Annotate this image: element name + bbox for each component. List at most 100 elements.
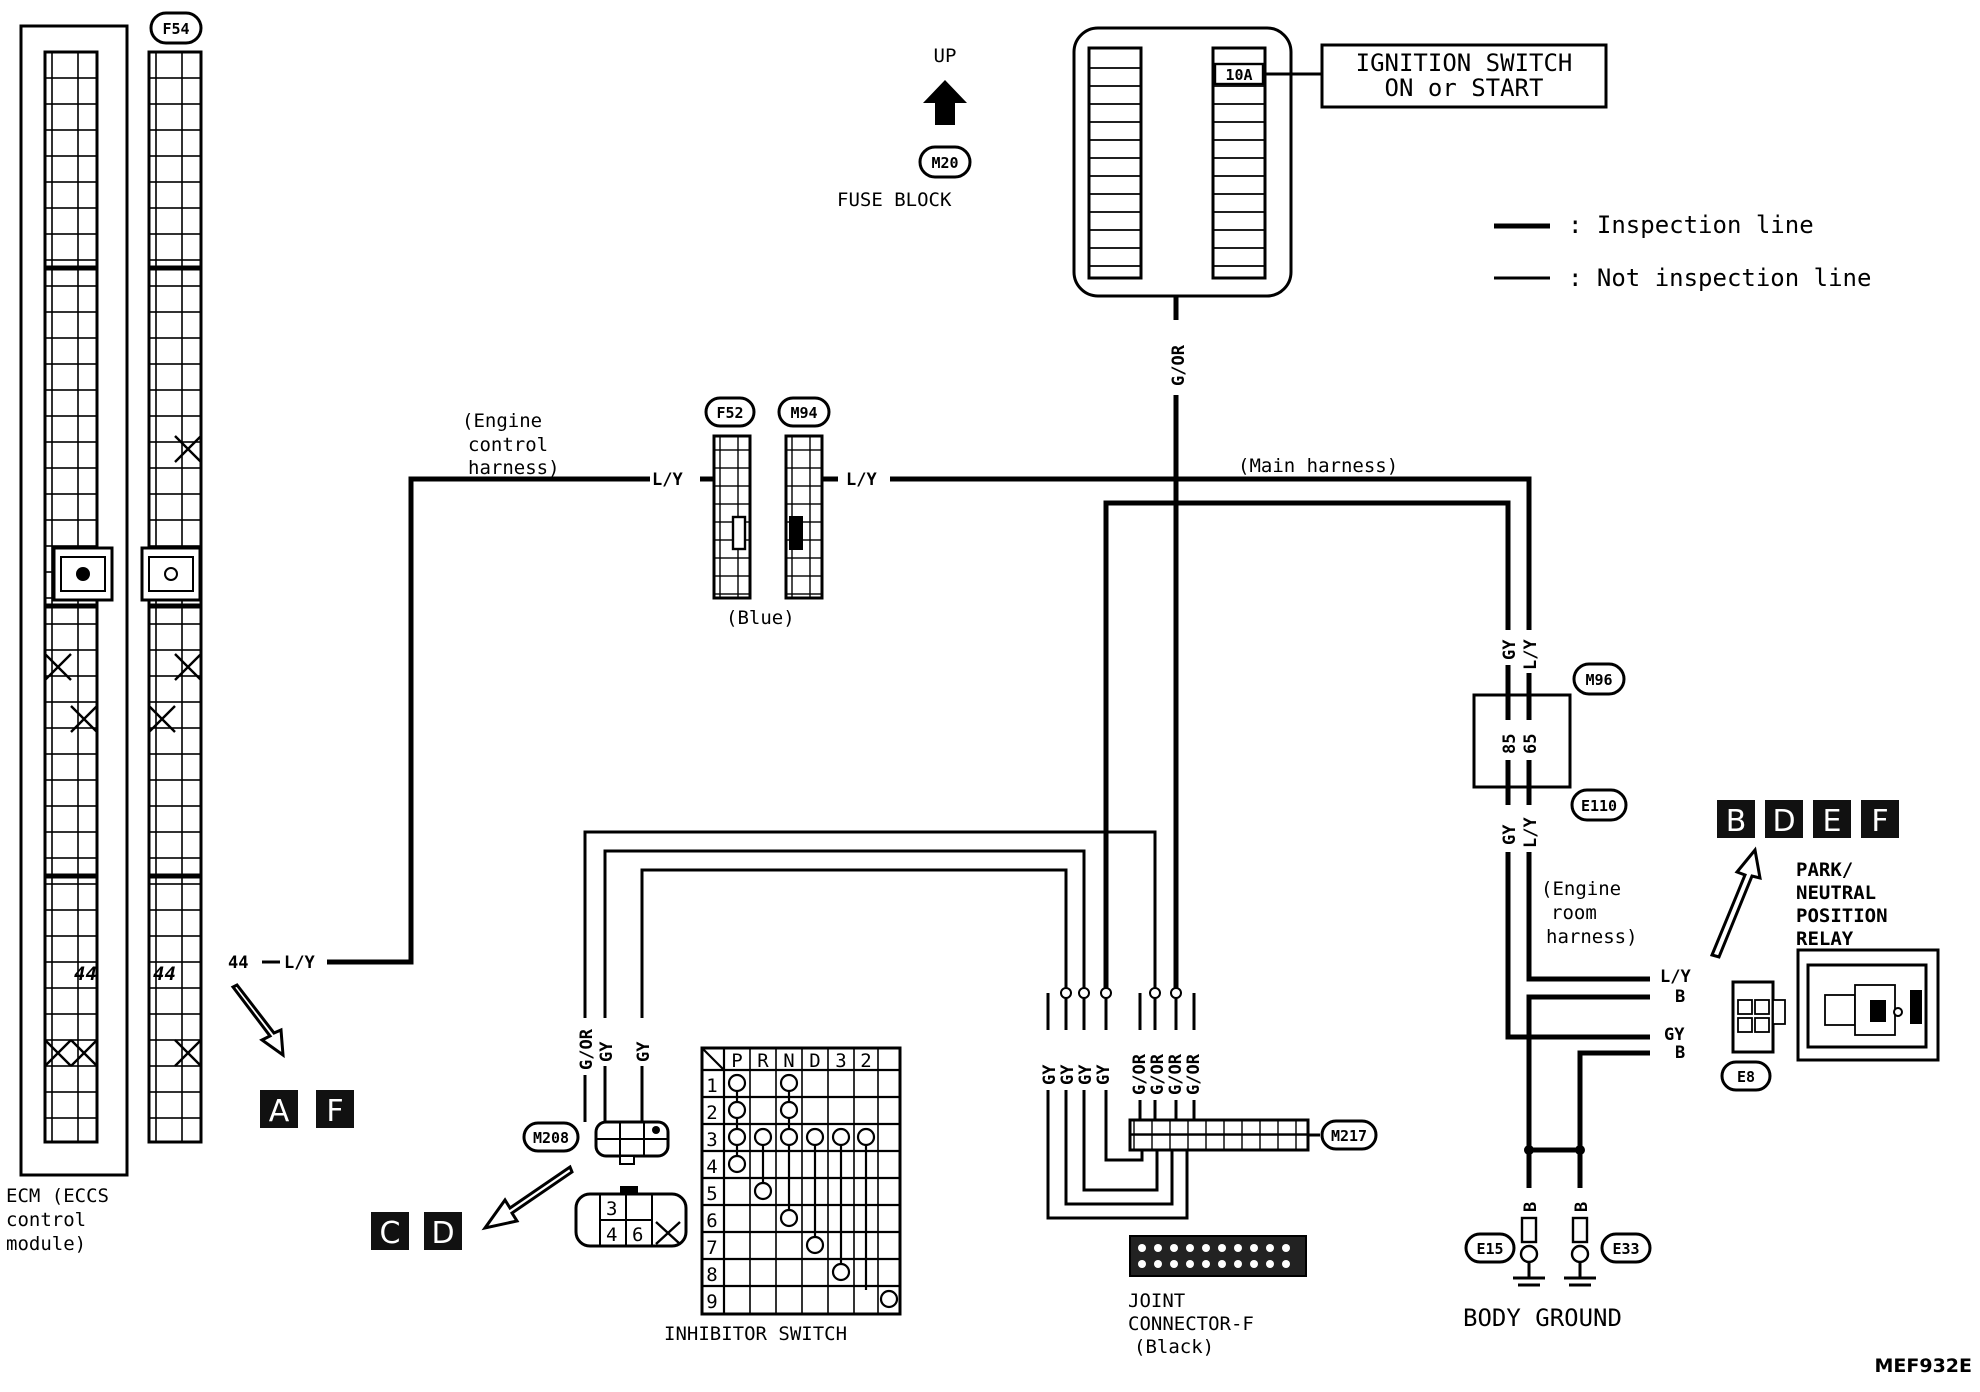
row-7: 7 bbox=[706, 1237, 717, 1259]
ref-badge-d: D bbox=[424, 1212, 462, 1251]
wire-main-gy bbox=[1103, 500, 1511, 990]
svg-text:F: F bbox=[326, 1094, 343, 1129]
ref-badge-b: B bbox=[1717, 800, 1755, 839]
svg-text:M94: M94 bbox=[790, 404, 817, 422]
plug-pin-4: 4 bbox=[606, 1224, 617, 1246]
ecm-wire-ly-label: L/Y bbox=[284, 953, 315, 973]
ignition-line2: ON or START bbox=[1385, 74, 1544, 102]
relay-label-line2: NEUTRAL bbox=[1796, 882, 1876, 904]
row-8: 8 bbox=[706, 1264, 717, 1286]
ref-badge-c: C bbox=[371, 1212, 409, 1251]
wire-b-e8-label-2: B bbox=[1675, 1043, 1685, 1063]
svg-text:65: 65 bbox=[1521, 734, 1541, 754]
wire-ly-e110-label: L/Y bbox=[1521, 817, 1541, 848]
wire-ly-m96-label: L/Y bbox=[1521, 639, 1541, 670]
svg-text:F: F bbox=[1871, 804, 1888, 839]
f54-lock-dot bbox=[164, 567, 178, 581]
f54-pin-44-label: 44 bbox=[153, 963, 176, 985]
svg-text:M96: M96 bbox=[1585, 671, 1612, 689]
m94-connector-tag: M94 bbox=[777, 396, 831, 428]
svg-text:M208: M208 bbox=[533, 1129, 569, 1147]
park-neutral-relay bbox=[1796, 948, 1940, 1062]
wire-b-e8-label-1: B bbox=[1675, 987, 1685, 1007]
wire-b-e15-label: B bbox=[1521, 1202, 1541, 1212]
jc-wire-gy-3: GY bbox=[1076, 1064, 1096, 1085]
wire-b-e33-label: B bbox=[1572, 1202, 1592, 1212]
m208-connector-tag: M208 bbox=[522, 1121, 580, 1153]
svg-text:10A: 10A bbox=[1225, 66, 1252, 84]
wire-ly-f52-label: L/Y bbox=[652, 470, 683, 490]
ground-e15 bbox=[1513, 1216, 1545, 1287]
ecm-pin-44-label: 44 bbox=[74, 963, 97, 985]
engine-control-harness-l1: (Engine bbox=[462, 410, 542, 432]
svg-text:F52: F52 bbox=[716, 404, 743, 422]
wire-room-b2 bbox=[1577, 1050, 1650, 1150]
jc-wire-gor-2: G/OR bbox=[1148, 1053, 1168, 1095]
f52-connector bbox=[712, 434, 752, 600]
wire-ly-m94-label: L/Y bbox=[846, 470, 877, 490]
joint-label-line2: CONNECTOR-F bbox=[1128, 1313, 1254, 1335]
wire-room-b1 bbox=[1526, 994, 1650, 1150]
up-arrow: UP bbox=[923, 45, 967, 125]
svg-text:M217: M217 bbox=[1331, 1127, 1367, 1145]
jc-loop-3 bbox=[1082, 1090, 1159, 1192]
ref-arrow-af bbox=[230, 983, 285, 1059]
row-9: 9 bbox=[706, 1291, 717, 1313]
row-3: 3 bbox=[706, 1129, 717, 1151]
e8-connector-tag: E8 bbox=[1720, 1060, 1772, 1092]
wire-ecm-44-ly bbox=[327, 476, 650, 965]
ignition-switch-box: IGNITION SWITCH ON or START bbox=[1320, 43, 1608, 109]
joint-label-line1: JOINT bbox=[1128, 1290, 1185, 1312]
diagram-id: MEF932E bbox=[1874, 1355, 1972, 1377]
relay-label-line3: POSITION bbox=[1796, 905, 1888, 927]
legend-inspection-text: : Inspection line bbox=[1568, 211, 1814, 239]
pos-3: 3 bbox=[835, 1050, 846, 1072]
jc-wire-gy-2: GY bbox=[1058, 1064, 1078, 1085]
svg-text:E110: E110 bbox=[1581, 797, 1617, 815]
jc-wire-gy-1: GY bbox=[1040, 1064, 1060, 1085]
ecm-module: 44 44 ECM (ECCS control module) bbox=[6, 24, 203, 1255]
m94-connector bbox=[784, 434, 824, 600]
wire-ly-e8-label: L/Y bbox=[1660, 967, 1691, 987]
inhibitor-wire-gy-2: GY bbox=[634, 1041, 654, 1062]
fuse-block-label: FUSE BLOCK bbox=[837, 189, 952, 211]
inhibitor-plug: 3 4 6 bbox=[574, 1186, 688, 1248]
svg-text:M20: M20 bbox=[931, 154, 958, 172]
m217-connector bbox=[1128, 1118, 1320, 1152]
row-4: 4 bbox=[706, 1156, 717, 1178]
svg-text:E33: E33 bbox=[1612, 1240, 1639, 1258]
pos-N: N bbox=[783, 1050, 794, 1072]
wire-gy2-inhibitor bbox=[640, 868, 1068, 1018]
row-6: 6 bbox=[706, 1210, 717, 1232]
f54-connector-tag: F54 bbox=[149, 11, 203, 45]
svg-text:D: D bbox=[431, 1216, 454, 1251]
row-1: 1 bbox=[706, 1075, 717, 1097]
svg-text:E8: E8 bbox=[1737, 1068, 1755, 1086]
ground-e33 bbox=[1564, 1216, 1596, 1287]
ref-badge-f: F bbox=[316, 1090, 354, 1129]
ecm-label-line1: ECM (ECCS bbox=[6, 1185, 109, 1207]
m208-connector bbox=[594, 1120, 670, 1165]
e8-connector bbox=[1731, 980, 1786, 1054]
ref-badge-e: E bbox=[1813, 800, 1851, 839]
row-5: 5 bbox=[706, 1183, 717, 1205]
inhibitor-wire-gy-1: GY bbox=[597, 1041, 617, 1062]
e33-connector-tag: E33 bbox=[1600, 1232, 1652, 1264]
e110-connector-tag: E110 bbox=[1570, 788, 1628, 822]
legend: : Inspection line : Not inspection line bbox=[1494, 211, 1871, 292]
ecm-pin-44: 44 bbox=[228, 953, 248, 973]
engine-room-harness-l3: harness) bbox=[1546, 926, 1638, 948]
jc-wire-gor-3: G/OR bbox=[1166, 1053, 1186, 1095]
svg-text:D: D bbox=[1772, 804, 1795, 839]
wire-gor-fuse-label: G/OR bbox=[1169, 344, 1189, 386]
svg-text:A: A bbox=[269, 1094, 290, 1129]
svg-text:C: C bbox=[380, 1216, 401, 1251]
blue-label: (Blue) bbox=[726, 607, 795, 629]
ref-badge-f-top: F bbox=[1861, 800, 1899, 839]
plug-pin-3: 3 bbox=[606, 1198, 617, 1220]
body-ground-label: BODY GROUND bbox=[1463, 1304, 1622, 1332]
wire-room-gy bbox=[1505, 852, 1650, 1040]
pos-P: P bbox=[731, 1050, 742, 1072]
svg-text:85: 85 bbox=[1500, 734, 1520, 754]
